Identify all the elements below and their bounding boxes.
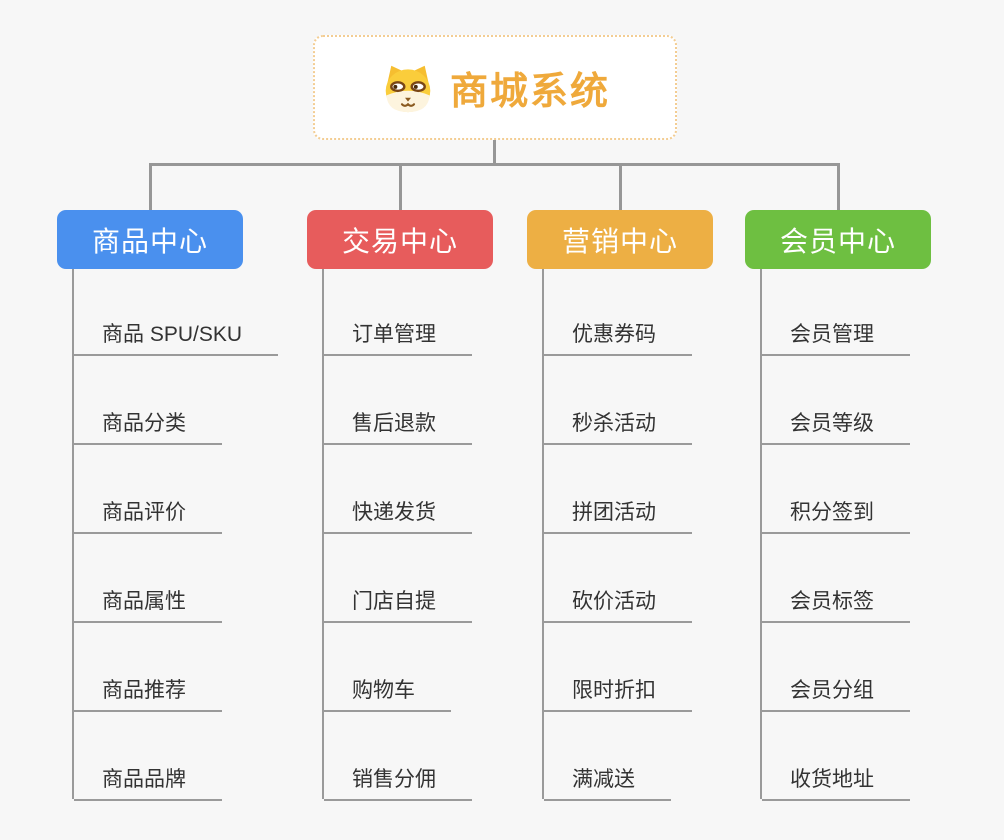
branch-member-center: 会员中心 会员管理 会员等级 积分签到 会员标签 会员分组 收货地址: [745, 210, 931, 801]
branch-items-member-center: 会员管理 会员等级 积分签到 会员标签 会员分组 收货地址: [760, 265, 910, 801]
branch-items-marketing-center: 优惠券码 秒杀活动 拼团活动 砍价活动 限时折扣 满减送: [542, 265, 692, 801]
root-node[interactable]: 商城系统: [313, 35, 677, 140]
list-item: 限时折扣: [544, 621, 692, 712]
list-item: 会员标签: [762, 532, 910, 623]
branch-node-product-center[interactable]: 商品中心: [57, 210, 243, 269]
leaf-node[interactable]: 快递发货: [324, 496, 472, 534]
list-item: 拼团活动: [544, 443, 692, 534]
connector-horizontal-rail: [149, 163, 840, 166]
connector-drop-marketing: [619, 163, 622, 210]
leaf-node[interactable]: 满减送: [544, 763, 671, 801]
branch-items-trade-center: 订单管理 售后退款 快递发货 门店自提 购物车 销售分佣: [322, 265, 472, 801]
list-item: 会员分组: [762, 621, 910, 712]
leaf-node[interactable]: 商品推荐: [74, 674, 222, 712]
leaf-node[interactable]: 会员管理: [762, 318, 910, 356]
list-item: 积分签到: [762, 443, 910, 534]
branch-items-product-center: 商品 SPU/SKU 商品分类 商品评价 商品属性 商品推荐 商品品牌: [72, 265, 279, 801]
connector-drop-member: [837, 163, 840, 210]
list-item: 商品 SPU/SKU: [74, 265, 279, 356]
leaf-node[interactable]: 门店自提: [324, 585, 472, 623]
list-item: 售后退款: [324, 354, 472, 445]
list-item: 商品属性: [74, 532, 278, 623]
leaf-node[interactable]: 商品属性: [74, 585, 222, 623]
root-title: 商城系统: [449, 71, 610, 113]
leaf-node[interactable]: 订单管理: [324, 318, 472, 356]
leaf-node[interactable]: 商品品牌: [74, 763, 222, 801]
list-item: 会员等级: [762, 354, 910, 445]
leaf-node[interactable]: 会员等级: [762, 407, 910, 445]
dog-face-icon: [380, 62, 436, 114]
leaf-node[interactable]: 商品 SPU/SKU: [74, 318, 279, 356]
list-item: 商品品牌: [74, 710, 278, 801]
leaf-node[interactable]: 销售分佣: [324, 763, 472, 801]
list-item: 优惠券码: [544, 265, 692, 356]
list-item: 收货地址: [762, 710, 910, 801]
list-item: 商品分类: [74, 354, 278, 445]
leaf-node[interactable]: 积分签到: [762, 496, 910, 534]
list-item: 商品评价: [74, 443, 278, 534]
list-item: 订单管理: [324, 265, 472, 356]
branch-product-center: 商品中心 商品 SPU/SKU 商品分类 商品评价 商品属性 商品推荐 商品品牌: [57, 210, 279, 801]
branch-node-trade-center[interactable]: 交易中心: [307, 210, 493, 269]
list-item: 砍价活动: [544, 532, 692, 623]
branch-node-member-center[interactable]: 会员中心: [745, 210, 931, 269]
list-item: 销售分佣: [324, 710, 472, 801]
leaf-node[interactable]: 购物车: [324, 674, 451, 712]
leaf-node[interactable]: 会员分组: [762, 674, 910, 712]
leaf-node[interactable]: 会员标签: [762, 585, 910, 623]
leaf-node[interactable]: 售后退款: [324, 407, 472, 445]
list-item: 门店自提: [324, 532, 472, 623]
list-item: 快递发货: [324, 443, 472, 534]
leaf-node[interactable]: 商品评价: [74, 496, 222, 534]
list-item: 会员管理: [762, 265, 910, 356]
list-item: 满减送: [544, 710, 692, 801]
branch-trade-center: 交易中心 订单管理 售后退款 快递发货 门店自提 购物车 销售分佣: [307, 210, 493, 801]
leaf-node[interactable]: 商品分类: [74, 407, 222, 445]
branch-node-marketing-center[interactable]: 营销中心: [527, 210, 713, 269]
list-item: 购物车: [324, 621, 472, 712]
leaf-node[interactable]: 拼团活动: [544, 496, 692, 534]
leaf-node[interactable]: 限时折扣: [544, 674, 692, 712]
connector-drop-product: [149, 163, 152, 210]
branch-marketing-center: 营销中心 优惠券码 秒杀活动 拼团活动 砍价活动 限时折扣 满减送: [527, 210, 713, 801]
leaf-node[interactable]: 砍价活动: [544, 585, 692, 623]
leaf-node[interactable]: 收货地址: [762, 763, 910, 801]
leaf-node[interactable]: 优惠券码: [544, 318, 692, 356]
list-item: 商品推荐: [74, 621, 278, 712]
connector-root-trunk: [493, 140, 496, 164]
leaf-node[interactable]: 秒杀活动: [544, 407, 692, 445]
list-item: 秒杀活动: [544, 354, 692, 445]
connector-drop-trade: [399, 163, 402, 210]
